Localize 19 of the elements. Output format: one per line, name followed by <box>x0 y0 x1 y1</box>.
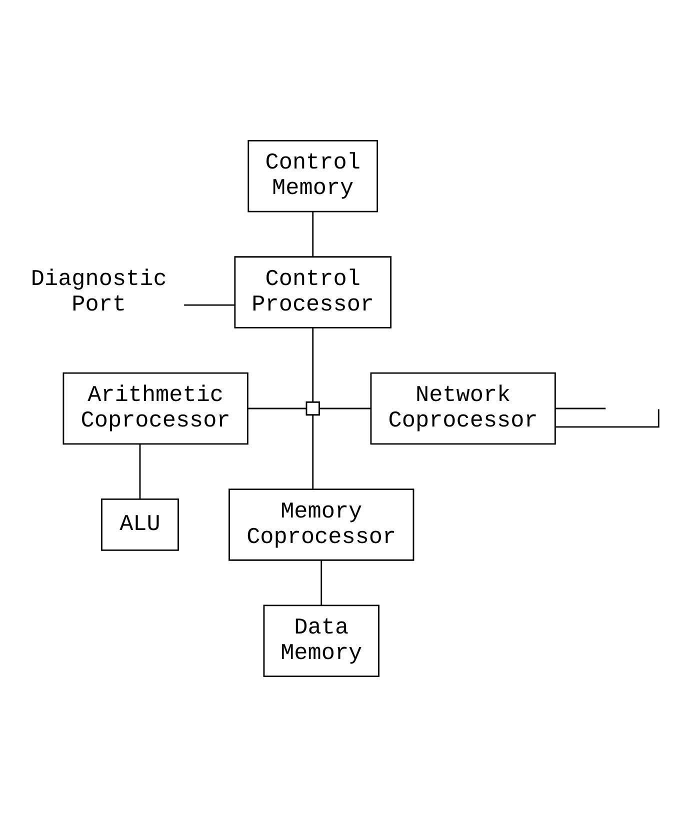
connector <box>556 408 660 428</box>
connector <box>312 414 314 488</box>
node-box: ALU <box>101 498 179 550</box>
connector <box>312 211 314 256</box>
node-box: Data Memory <box>263 604 380 677</box>
connector <box>555 407 606 409</box>
connector <box>319 407 371 409</box>
connector <box>184 304 235 306</box>
connector <box>320 560 322 605</box>
node-text: Diagnostic Port <box>30 265 167 317</box>
connector <box>312 327 314 402</box>
node-box: Control Memory <box>248 139 378 212</box>
connector <box>139 444 141 498</box>
node-box: Memory Coprocessor <box>228 488 414 560</box>
connector <box>248 407 306 409</box>
node-box: Control Processor <box>234 256 392 328</box>
node-box: Arithmetic Coprocessor <box>62 372 248 444</box>
node-box <box>306 400 320 416</box>
node-box: Network Coprocessor <box>370 372 556 444</box>
